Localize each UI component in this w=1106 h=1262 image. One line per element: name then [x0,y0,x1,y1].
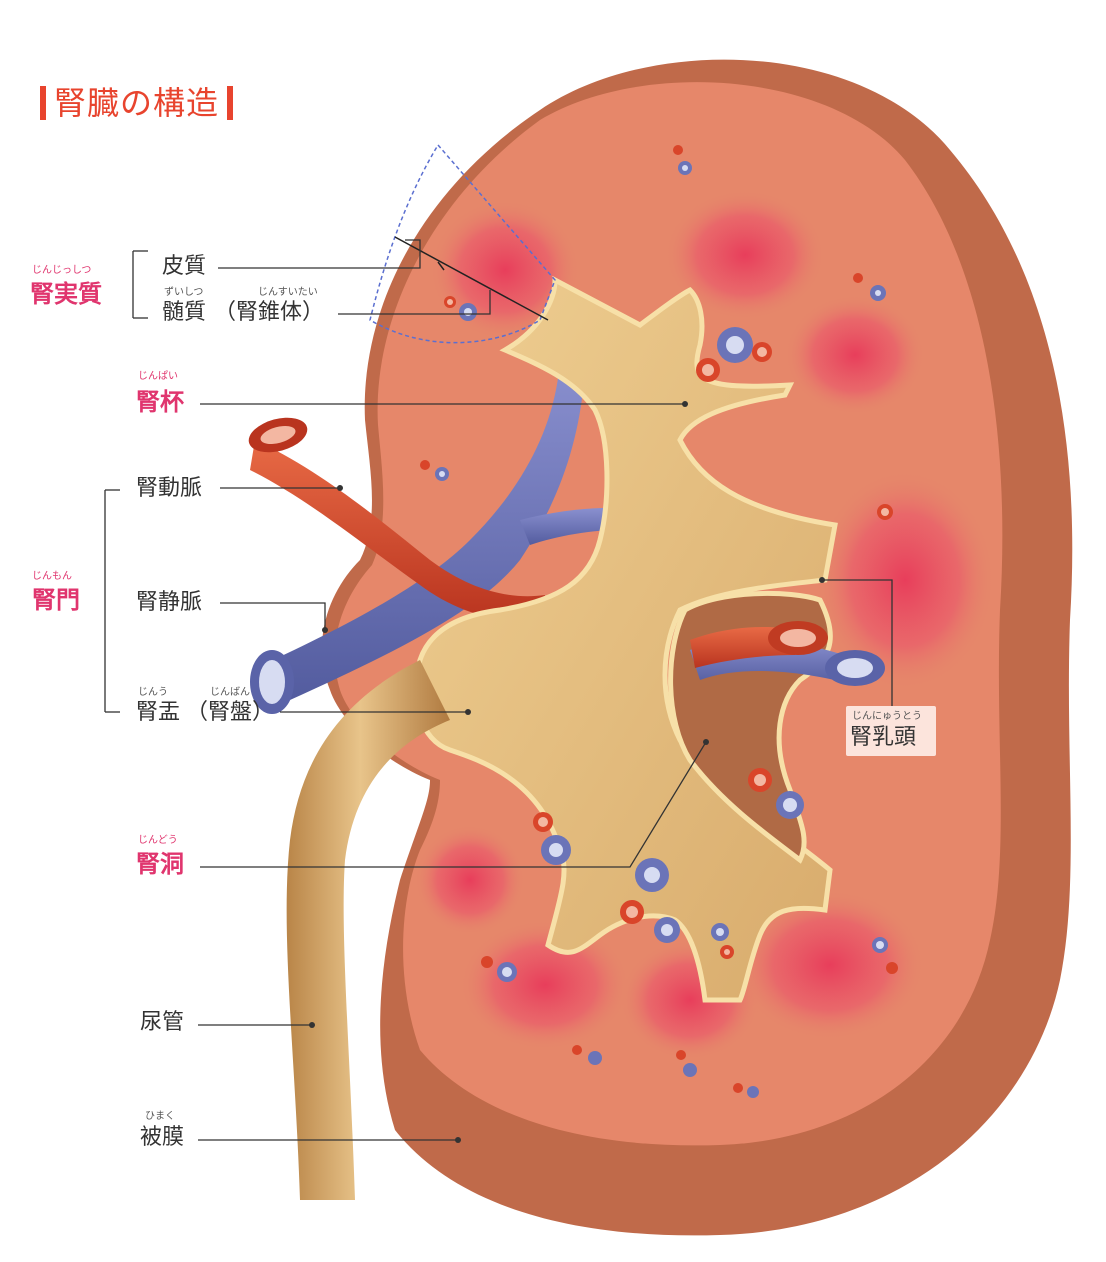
renal-parenchyma-label: 腎実質 [30,280,102,308]
renal-papilla-box [846,706,936,756]
title-text: 腎臓の構造 [54,84,220,122]
medulla-label: 髄質 [162,300,207,325]
ureter-label: 尿管 [140,1010,185,1035]
small-vessels [420,145,898,1098]
renal-artery-label: 腎動脈 [136,476,203,501]
leader-lines [104,239,893,1141]
renal-pelvis-alt-label: （腎盤） [186,700,275,725]
renal-parenchyma-ruby: じんじっしつ [32,265,92,276]
renal-pelvis-alt-ruby: じんばん [210,687,250,698]
renal-calyx-label: 腎杯 [136,388,184,416]
renal-pyramid-label: （腎錐体） [214,300,325,325]
title-bar-left [40,86,46,120]
renal-vein-label: 腎静脈 [136,590,203,615]
renal-pelvis-label: 腎盂 [136,700,181,725]
ureter-tube [286,660,450,1200]
cortex-region-outline [369,143,556,344]
renal-papilla-ruby: じんにゅうとう [852,711,922,722]
title-bar-right [227,86,234,120]
renal-vein-vessel [250,360,640,714]
cortex-label: 皮質 [162,254,207,279]
medulla-ruby: ずいしつ [164,287,204,298]
capsule-ruby: ひまく [145,1111,175,1122]
renal-pelvis-ruby: じんう [138,687,168,698]
renal-sinus-label: 腎洞 [136,850,184,878]
renal-pyramid-ruby: じんすいたい [258,287,318,298]
capsule-label: 被膜 [140,1125,185,1150]
renal-calyx-ruby: じんぱい [138,371,178,382]
renal-hilum-label: 腎門 [32,586,80,614]
renal-pelvis-shape [413,275,838,1003]
renal-artery-vessel [248,417,545,622]
renal-sinus-ruby: じんどう [138,835,178,846]
diagram-title: 腎臓の構造 [40,84,234,122]
renal-hilum-ruby: じんもん [32,571,72,582]
renal-papilla-label: 腎乳頭 [850,725,917,750]
